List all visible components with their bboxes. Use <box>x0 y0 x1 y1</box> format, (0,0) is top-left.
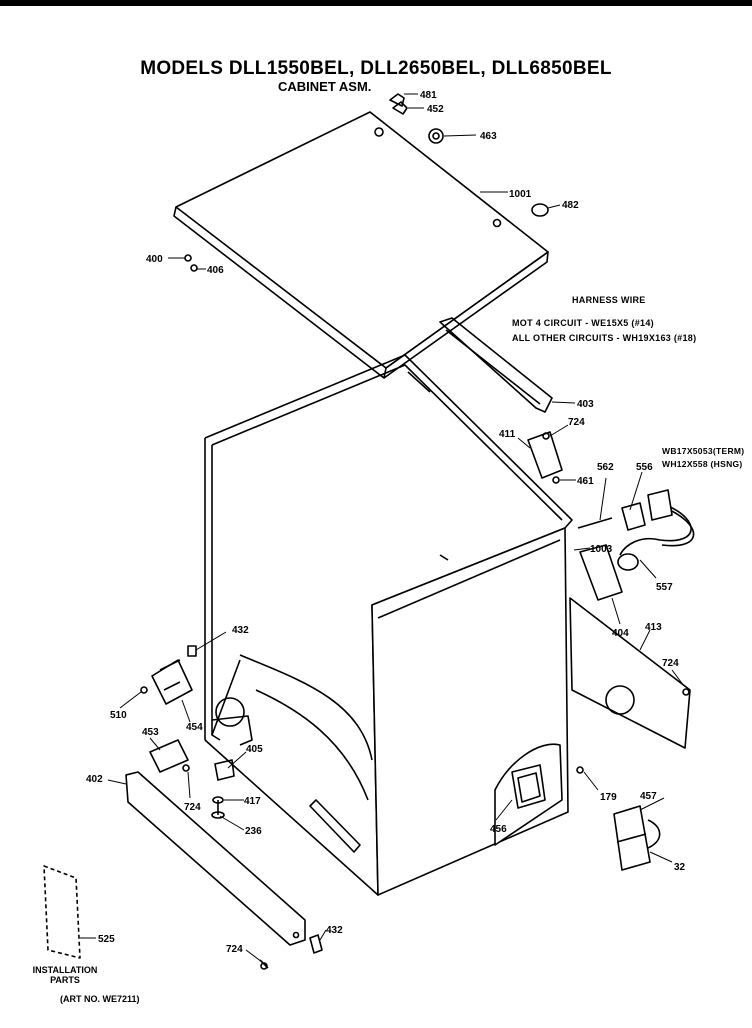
label-452: 452 <box>427 104 444 115</box>
label-1003: 1003 <box>590 544 613 555</box>
screw-179 <box>576 766 584 774</box>
label-432-side: 432 <box>232 625 249 636</box>
label-417: 417 <box>244 796 261 807</box>
top-panel <box>173 111 549 379</box>
label-405: 405 <box>246 744 263 755</box>
label-724-rear: 724 <box>662 658 679 669</box>
label-456: 456 <box>490 824 507 835</box>
top-screws <box>184 254 198 272</box>
control-bracket <box>151 659 193 705</box>
installation-parts-label: INSTALLATION PARTS <box>32 965 98 985</box>
label-400: 400 <box>146 254 163 265</box>
label-179: 179 <box>600 792 617 803</box>
label-432-toe: 432 <box>326 925 343 936</box>
top-border <box>0 0 752 6</box>
label-402: 402 <box>86 774 103 785</box>
harness-line-1: MOT 4 CIRCUIT - WE15X5 (#14) <box>512 318 654 328</box>
label-411: 411 <box>499 429 516 440</box>
door-switch <box>511 764 546 809</box>
label-457: 457 <box>640 791 657 802</box>
label-413: 413 <box>645 622 662 633</box>
diagram-title: MODELS DLL1550BEL, DLL2650BEL, DLL6850BE… <box>140 58 612 79</box>
label-562: 562 <box>597 462 614 473</box>
label-556: 556 <box>636 462 653 473</box>
screw-724 <box>542 432 550 440</box>
base-block <box>613 805 661 871</box>
label-525: 525 <box>98 934 115 945</box>
label-724-toe: 724 <box>226 944 243 955</box>
label-724-harness: 724 <box>568 417 585 428</box>
label-406: 406 <box>207 265 224 276</box>
label-236: 236 <box>245 826 262 837</box>
rear-panel <box>569 597 691 749</box>
screw-510 <box>140 686 148 694</box>
label-404: 404 <box>612 628 629 639</box>
label-1001: 1001 <box>509 189 532 200</box>
label-32: 32 <box>674 862 686 873</box>
power-cord <box>577 489 695 571</box>
installation-sheet <box>43 865 81 959</box>
terminal-block-cover <box>579 544 623 601</box>
label-482: 482 <box>562 200 579 211</box>
screw-461 <box>552 476 560 484</box>
label-453: 453 <box>142 727 159 738</box>
diagram-subtitle: CABINET ASM. <box>278 79 372 94</box>
label-461: 461 <box>577 476 594 487</box>
label-557: 557 <box>656 582 673 593</box>
clip-432 <box>187 645 197 657</box>
label-724-leg: 724 <box>184 802 201 813</box>
label-403: 403 <box>577 399 594 410</box>
label-510: 510 <box>110 710 127 721</box>
hinge-bumper <box>428 128 444 144</box>
label-481: 481 <box>420 90 437 101</box>
label-463: 463 <box>480 131 497 142</box>
leg-parts <box>211 759 235 819</box>
cord-part-term: WB17X5053(TERM) <box>662 446 745 456</box>
bracket-453 <box>149 739 190 773</box>
hinge-clip <box>389 93 408 115</box>
art-number: (ART NO. WE7211) <box>60 994 140 1004</box>
plug-button <box>531 203 549 217</box>
cord-part-hsng: WH12X558 (HSNG) <box>662 459 743 469</box>
toe-panel <box>125 771 323 970</box>
harness-heading: HARNESS WIRE <box>572 295 646 305</box>
leader-lines <box>80 93 685 963</box>
harness-channel <box>439 317 553 413</box>
label-454: 454 <box>186 722 203 733</box>
harness-line-2: ALL OTHER CIRCUITS - WH19X163 (#18) <box>512 333 697 343</box>
